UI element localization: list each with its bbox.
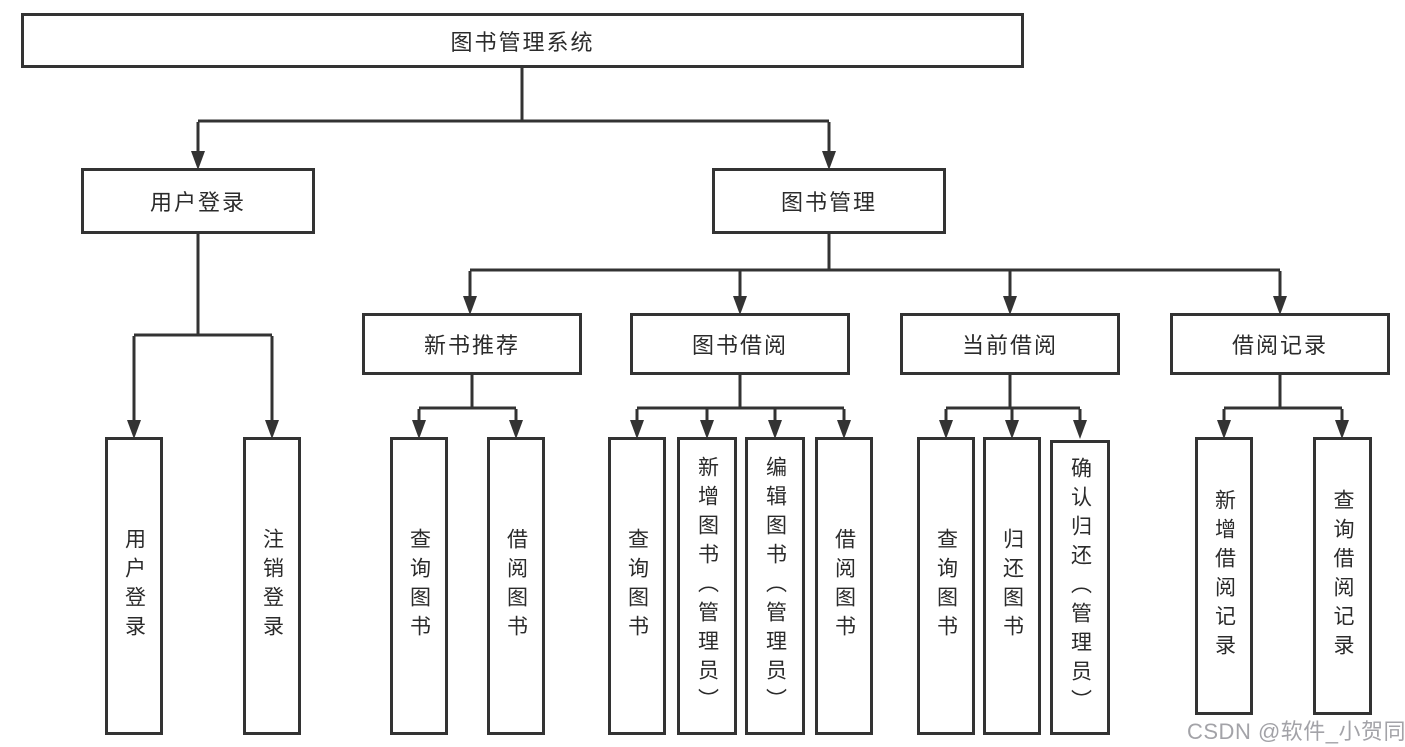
leaf-query-borrow-record: 查询借阅记录 [1313,437,1372,715]
leaf-user-login: 用户登录 [105,437,163,735]
leaf-query-books-2: 查询图书 [608,437,666,735]
node-book-borrowing: 图书借阅 [630,313,850,375]
leaf-query-books-3: 查询图书 [917,437,975,735]
leaf-borrow-books-2: 借阅图书 [815,437,873,735]
connector-newbook-to-leaves [417,375,518,423]
arrowhead-icons [127,151,1349,439]
node-new-book-recommendation: 新书推荐 [362,313,582,375]
leaf-edit-book-admin: 编辑图书（管理员） [745,437,805,735]
node-current-borrowing: 当前借阅 [900,313,1120,375]
leaf-add-borrow-record: 新增借阅记录 [1195,437,1253,715]
connector-userlogin-to-leaves [132,234,274,423]
node-borrowing-records: 借阅记录 [1170,313,1390,375]
leaf-query-books-1: 查询图书 [390,437,448,735]
connector-bookmgmt-to-level3 [468,234,1282,298]
connector-root-to-level2 [196,68,831,153]
node-library-management-system: 图书管理系统 [21,13,1024,68]
connector-borrowrecords-to-leaves [1222,375,1344,423]
leaf-logout: 注销登录 [243,437,301,735]
node-book-management: 图书管理 [712,168,946,234]
leaf-confirm-return-admin: 确认归还（管理员） [1050,440,1110,735]
leaf-return-book: 归还图书 [983,437,1041,735]
csdn-watermark: CSDN @软件_小贺同学 [1187,719,1405,744]
leaf-borrow-books-1: 借阅图书 [487,437,545,735]
connector-bookborrow-to-leaves [635,375,846,423]
connector-currentborrow-to-leaves [944,375,1082,423]
node-user-login: 用户登录 [81,168,315,234]
leaf-add-book-admin: 新增图书（管理员） [677,437,737,735]
